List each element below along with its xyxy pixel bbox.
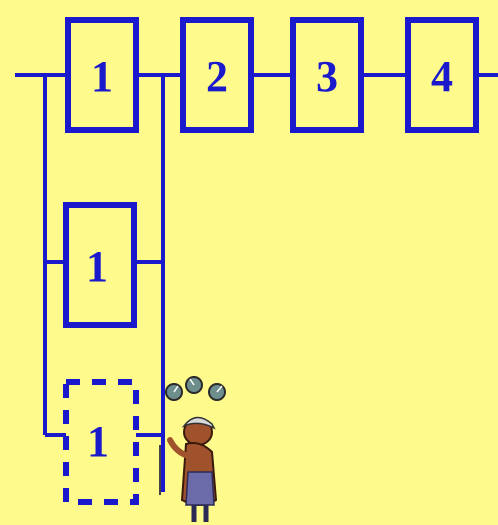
main-box-3-label: 3 bbox=[316, 52, 338, 101]
redundant-box-dashed-label: 1 bbox=[87, 417, 109, 466]
main-box-2: 2 bbox=[183, 20, 251, 130]
worker-with-gauges-icon bbox=[160, 377, 225, 522]
main-box-2-label: 2 bbox=[206, 52, 228, 101]
main-box-1-label: 1 bbox=[91, 52, 113, 101]
gauge-icon bbox=[166, 384, 182, 400]
gauge-icon bbox=[209, 384, 225, 400]
main-box-4-label: 4 bbox=[431, 52, 453, 101]
redundant-box-dashed: 1 bbox=[66, 382, 136, 502]
main-box-1: 1 bbox=[68, 20, 136, 130]
main-box-4: 4 bbox=[408, 20, 476, 130]
redundant-box-solid-label: 1 bbox=[86, 242, 108, 291]
main-box-3: 3 bbox=[293, 20, 361, 130]
redundant-box-solid: 1 bbox=[66, 205, 134, 325]
gauge-icon bbox=[186, 377, 202, 393]
